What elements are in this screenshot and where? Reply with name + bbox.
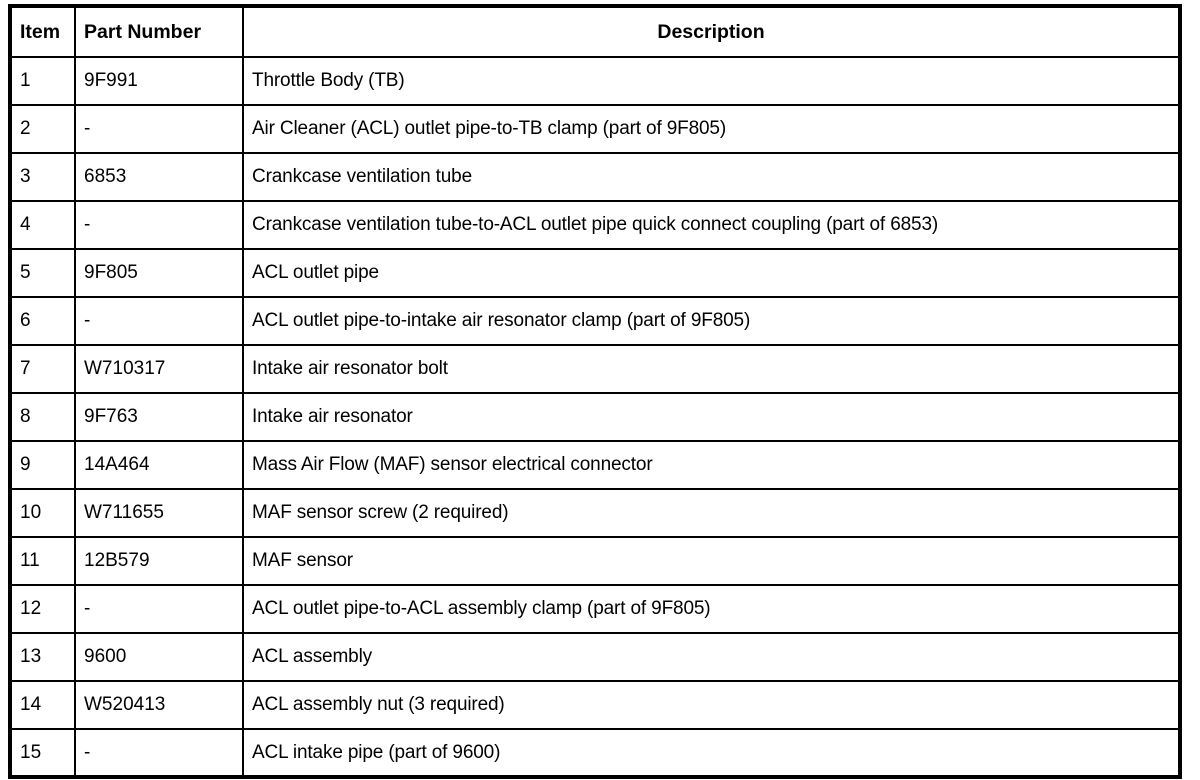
cell-item: 10 bbox=[9, 488, 76, 538]
column-header-description: Description bbox=[242, 5, 1181, 58]
cell-part-number: 14A464 bbox=[74, 440, 244, 490]
table-row: 2-Air Cleaner (ACL) outlet pipe-to-TB cl… bbox=[9, 104, 1181, 154]
cell-description: ACL assembly bbox=[242, 632, 1181, 682]
column-header-part-number: Part Number bbox=[74, 5, 244, 58]
cell-description: MAF sensor screw (2 required) bbox=[242, 488, 1181, 538]
cell-item: 13 bbox=[9, 632, 76, 682]
cell-item: 7 bbox=[9, 344, 76, 394]
table-row: 12-ACL outlet pipe-to-ACL assembly clamp… bbox=[9, 584, 1181, 634]
cell-part-number: W520413 bbox=[74, 680, 244, 730]
table-row: 4-Crankcase ventilation tube-to-ACL outl… bbox=[9, 200, 1181, 250]
cell-item: 6 bbox=[9, 296, 76, 346]
cell-item: 12 bbox=[9, 584, 76, 634]
column-header-item: Item bbox=[9, 5, 76, 58]
cell-part-number: 9600 bbox=[74, 632, 244, 682]
cell-description: MAF sensor bbox=[242, 536, 1181, 586]
cell-part-number: - bbox=[74, 104, 244, 154]
cell-description: Crankcase ventilation tube bbox=[242, 152, 1181, 202]
cell-description: Intake air resonator bbox=[242, 392, 1181, 442]
cell-part-number: - bbox=[74, 584, 244, 634]
cell-part-number: 9F991 bbox=[74, 56, 244, 106]
cell-item: 11 bbox=[9, 536, 76, 586]
cell-item: 15 bbox=[9, 728, 76, 778]
table-row: 15-ACL intake pipe (part of 9600) bbox=[9, 728, 1181, 778]
cell-description: ACL assembly nut (3 required) bbox=[242, 680, 1181, 730]
cell-part-number: W711655 bbox=[74, 488, 244, 538]
cell-description: ACL outlet pipe-to-intake air resonator … bbox=[242, 296, 1181, 346]
cell-description: Air Cleaner (ACL) outlet pipe-to-TB clam… bbox=[242, 104, 1181, 154]
cell-item: 5 bbox=[9, 248, 76, 298]
cell-item: 14 bbox=[9, 680, 76, 730]
cell-part-number: - bbox=[74, 200, 244, 250]
cell-description: Crankcase ventilation tube-to-ACL outlet… bbox=[242, 200, 1181, 250]
cell-item: 9 bbox=[9, 440, 76, 490]
cell-item: 4 bbox=[9, 200, 76, 250]
table-header-row: Item Part Number Description bbox=[9, 5, 1181, 58]
cell-item: 2 bbox=[9, 104, 76, 154]
cell-part-number: 9F763 bbox=[74, 392, 244, 442]
cell-item: 8 bbox=[9, 392, 76, 442]
cell-description: Throttle Body (TB) bbox=[242, 56, 1181, 106]
cell-part-number: 9F805 bbox=[74, 248, 244, 298]
cell-item: 1 bbox=[9, 56, 76, 106]
cell-description: Intake air resonator bolt bbox=[242, 344, 1181, 394]
cell-description: ACL intake pipe (part of 9600) bbox=[242, 728, 1181, 778]
cell-description: ACL outlet pipe-to-ACL assembly clamp (p… bbox=[242, 584, 1181, 634]
cell-part-number: - bbox=[74, 728, 244, 778]
cell-part-number: - bbox=[74, 296, 244, 346]
cell-part-number: 12B579 bbox=[74, 536, 244, 586]
table-row: 6-ACL outlet pipe-to-intake air resonato… bbox=[9, 296, 1181, 346]
cell-description: Mass Air Flow (MAF) sensor electrical co… bbox=[242, 440, 1181, 490]
cell-description: ACL outlet pipe bbox=[242, 248, 1181, 298]
cell-item: 3 bbox=[9, 152, 76, 202]
cell-part-number: W710317 bbox=[74, 344, 244, 394]
table-header: Item Part Number Description bbox=[9, 5, 1181, 58]
cell-part-number: 6853 bbox=[74, 152, 244, 202]
